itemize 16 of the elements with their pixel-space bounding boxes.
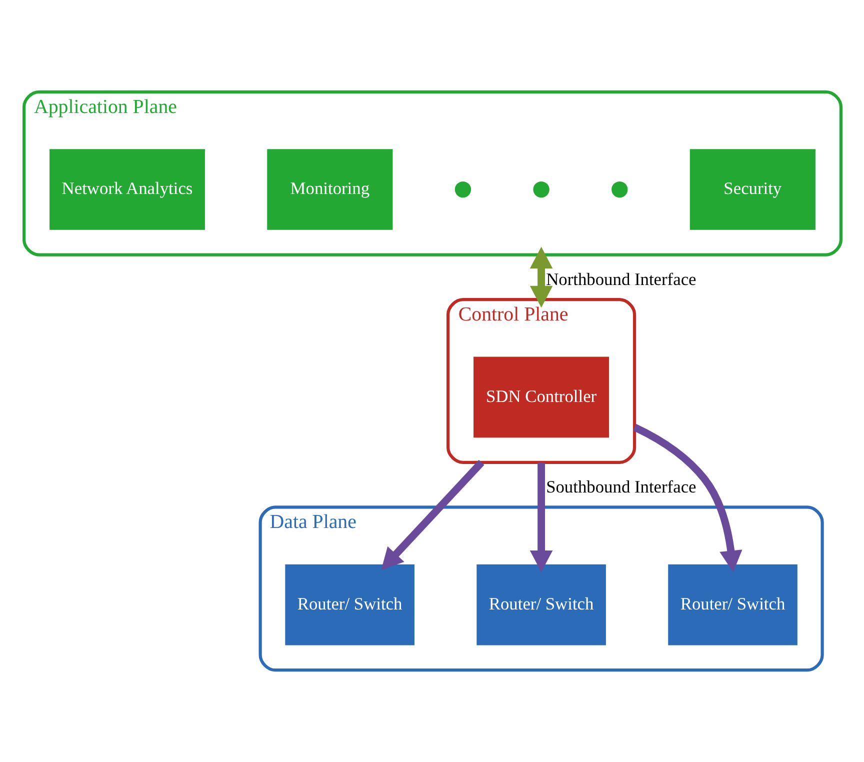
- node-circle: [532, 181, 549, 198]
- node-circle: [611, 181, 628, 198]
- edge-label: Southbound Interface: [546, 476, 696, 497]
- node-box: Router/ Switch: [284, 564, 414, 646]
- node-box: Network Analytics: [49, 149, 204, 230]
- edge-label: Northbound Interface: [546, 268, 696, 289]
- node-box: Router/ Switch: [476, 564, 606, 646]
- node-box: SDN Controller: [473, 356, 609, 438]
- arrow: [380, 460, 484, 570]
- node-box: Security: [689, 149, 815, 230]
- arrow: [632, 424, 742, 572]
- node-box: Monitoring: [266, 149, 392, 230]
- node-box: Router/ Switch: [668, 564, 797, 646]
- arrow: [529, 246, 552, 308]
- node-circle: [454, 181, 471, 198]
- arrow: [529, 462, 552, 572]
